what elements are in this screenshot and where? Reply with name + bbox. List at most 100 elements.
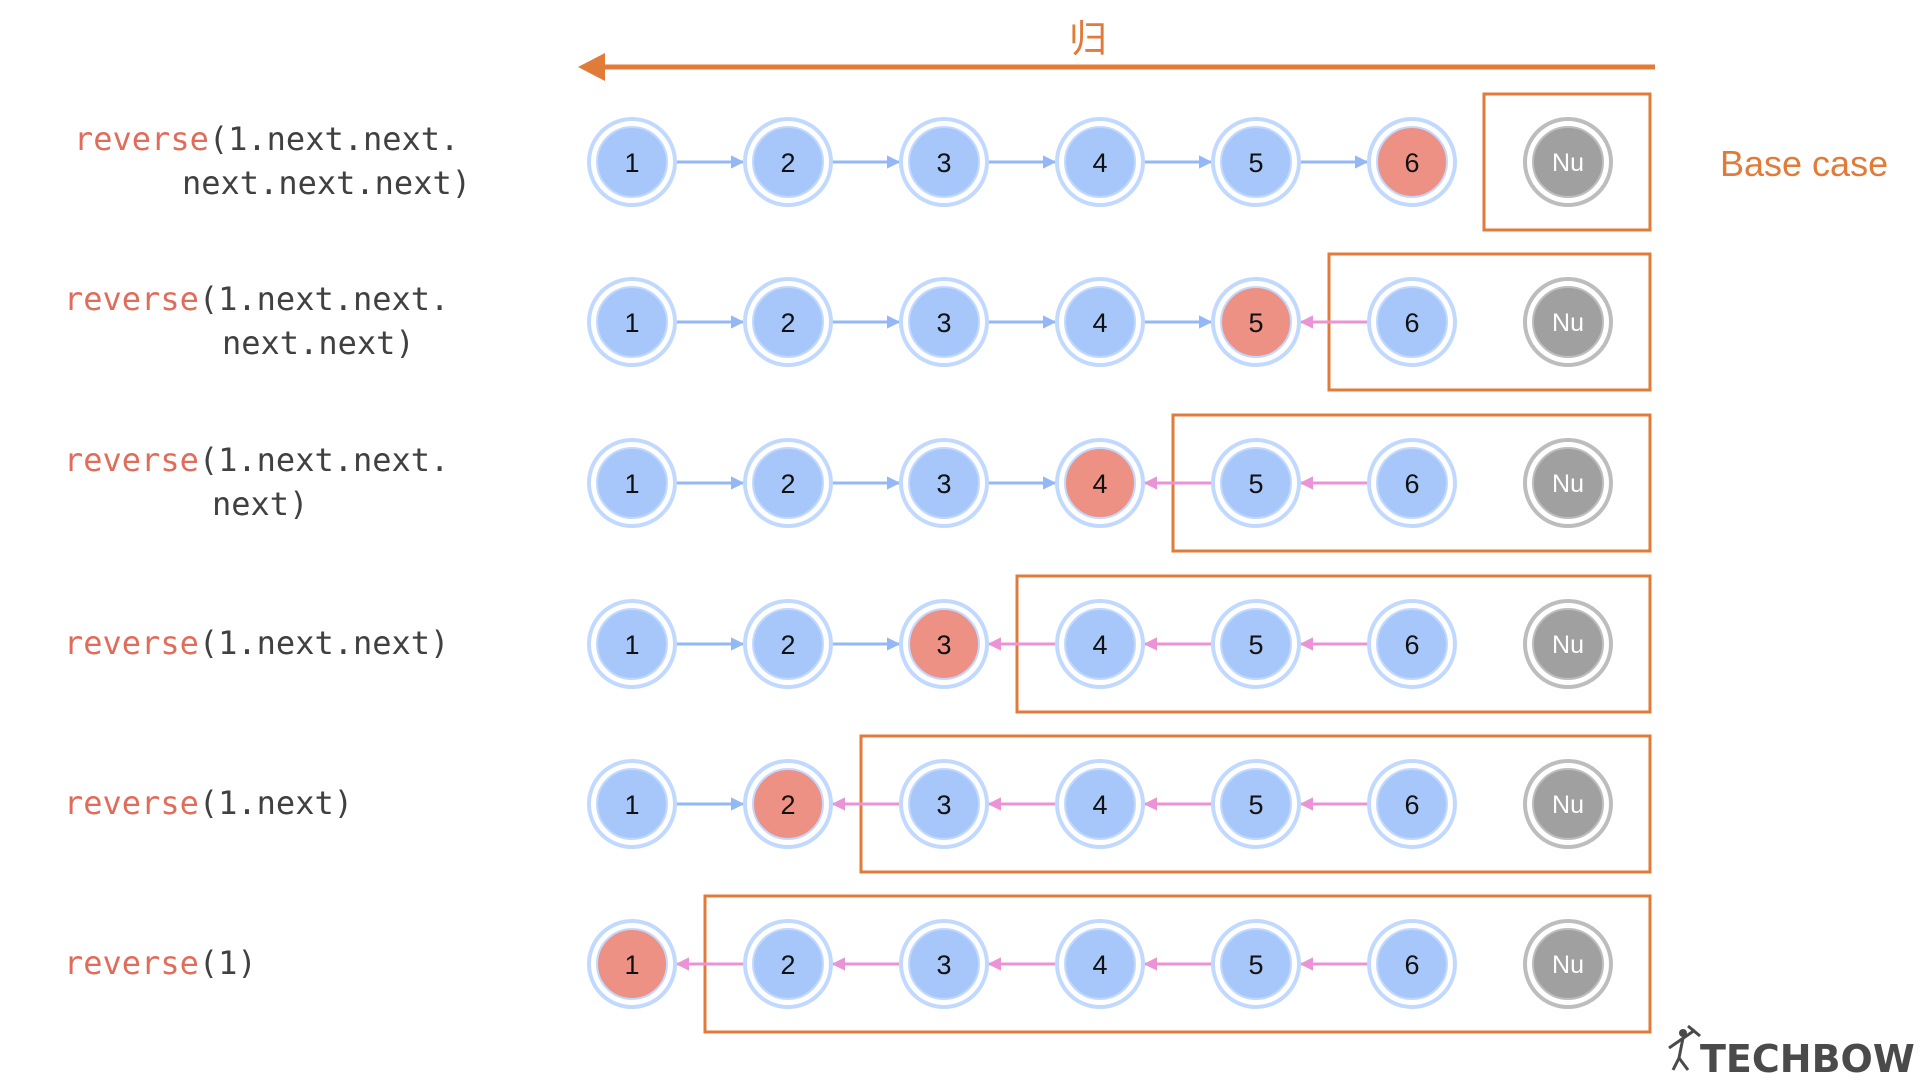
null-node: Nu [1523,919,1613,1009]
list-node-2: 2 [743,117,833,207]
call-argument: next.next) [222,324,415,362]
call-label-line: reverse(1.next.next) [64,624,449,662]
list-node-2: 2 [743,438,833,528]
node-label: 3 [936,790,951,820]
node-body [1376,608,1448,680]
call-label-line: reverse(1.next.next. [74,120,459,158]
node-body [752,286,824,358]
node-body [908,286,980,358]
node-label: 4 [1092,790,1107,820]
list-node-4: 4 [1055,117,1145,207]
node-label: 4 [1092,148,1107,178]
list-node-3: 3 [899,438,989,528]
call-function-name: reverse [64,944,199,982]
node-label: 3 [936,469,951,499]
node-body [1220,447,1292,519]
node-body [908,928,980,1000]
call-argument: (1) [199,944,257,982]
node-body [752,447,824,519]
null-body [1532,286,1604,358]
logo-text: TECHBOW [1700,1037,1915,1080]
techbow-logo: TECHBOW [1668,1024,1915,1080]
list-node-5: 5 [1211,438,1301,528]
node-label: 3 [936,148,951,178]
node-label: 3 [936,630,951,660]
null-label: Nu [1552,791,1584,819]
current-head-node [1376,126,1448,198]
null-body [1532,928,1604,1000]
node-label: 5 [1248,950,1263,980]
list-node-6: 6 [1367,599,1457,689]
null-body [1532,608,1604,680]
list-node-5: 5 [1211,277,1301,367]
null-body [1532,768,1604,840]
node-body [1220,608,1292,680]
node-label: 6 [1404,630,1419,660]
current-head-node [596,928,668,1000]
null-node: Nu [1523,277,1613,367]
node-body [1376,768,1448,840]
call-label-line: next.next.next) [182,164,471,202]
node-label: 6 [1404,790,1419,820]
node-body [596,608,668,680]
node-label: 1 [624,790,639,820]
call-function-name: reverse [64,784,199,822]
list-node-6: 6 [1367,117,1457,207]
list-node-1: 1 [587,919,677,1009]
node-body [596,126,668,198]
node-label: 1 [624,950,639,980]
list-node-6: 6 [1367,277,1457,367]
node-body [908,447,980,519]
call-function-name: reverse [64,624,199,662]
node-label: 4 [1092,630,1107,660]
null-label: Nu [1552,631,1584,659]
null-label: Nu [1552,309,1584,337]
reversed-sublist-box [1482,92,1652,232]
node-label: 4 [1092,308,1107,338]
node-body [596,286,668,358]
list-node-2: 2 [743,277,833,367]
list-node-3: 3 [899,277,989,367]
list-node-1: 1 [587,277,677,367]
list-node-1: 1 [587,117,677,207]
call-label-line: reverse(1.next.next. [64,280,449,318]
call-argument: (1.next) [199,784,353,822]
list-node-3: 3 [899,117,989,207]
list-node-6: 6 [1367,919,1457,1009]
null-node: Nu [1523,438,1613,528]
node-body [1376,447,1448,519]
node-body [1220,928,1292,1000]
node-body [1064,608,1136,680]
call-argument: (1.next.next. [199,441,449,479]
node-label: 5 [1248,469,1263,499]
node-label: 5 [1248,148,1263,178]
node-body [596,447,668,519]
null-label: Nu [1552,149,1584,177]
null-label: Nu [1552,470,1584,498]
null-node: Nu [1523,599,1613,689]
node-label: 4 [1092,469,1107,499]
node-body [752,126,824,198]
node-body [908,768,980,840]
call-argument: next) [212,485,308,523]
list-node-1: 1 [587,599,677,689]
list-node-1: 1 [587,438,677,528]
node-body [1064,126,1136,198]
list-node-4: 4 [1055,759,1145,849]
return-direction-arrow [578,53,1655,81]
node-body [596,768,668,840]
list-node-4: 4 [1055,599,1145,689]
node-label: 4 [1092,950,1107,980]
null-label: Nu [1552,951,1584,979]
list-node-4: 4 [1055,277,1145,367]
call-function-name: reverse [74,120,209,158]
return-direction-label: 归 [1069,17,1107,61]
list-node-2: 2 [743,759,833,849]
null-node: Nu [1523,759,1613,849]
call-argument: (1.next.next) [199,624,449,662]
list-node-4: 4 [1055,438,1145,528]
